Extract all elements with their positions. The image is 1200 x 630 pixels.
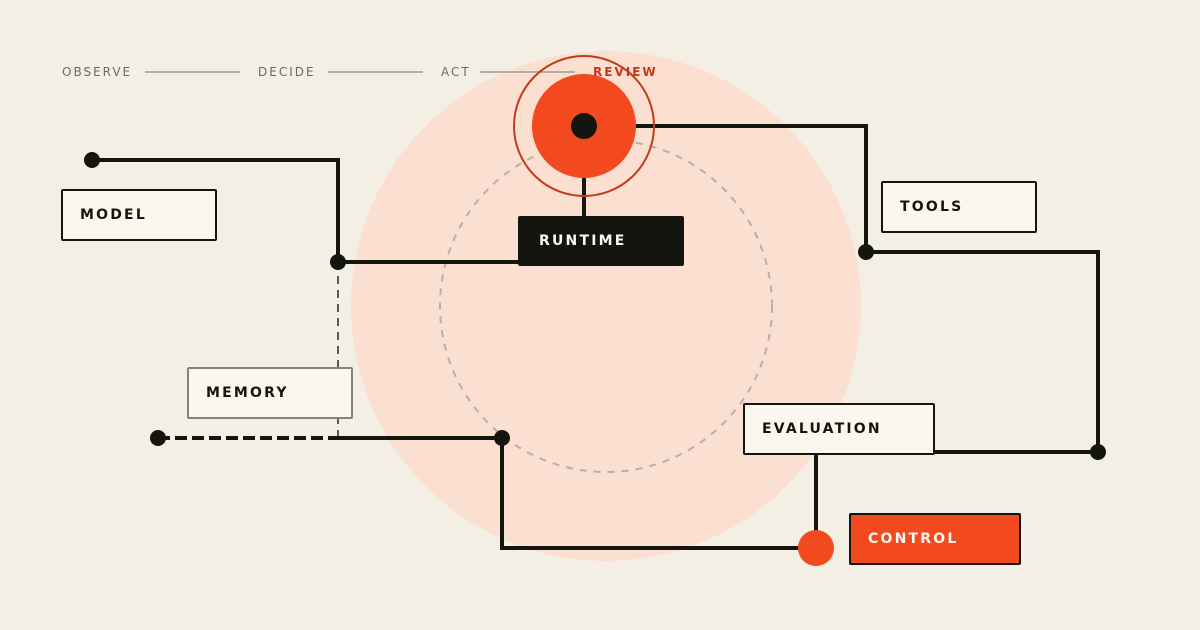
stage-decide: DECIDE xyxy=(258,65,316,79)
background-halo xyxy=(351,51,861,561)
node-memory[interactable]: MEMORY xyxy=(187,367,353,419)
wire-model-runtime xyxy=(92,158,520,264)
junction-dot-evaluation xyxy=(1090,444,1106,460)
control-dot xyxy=(798,530,834,566)
node-memory-label: MEMORY xyxy=(206,385,289,401)
node-tools[interactable]: TOOLS xyxy=(881,181,1037,233)
node-evaluation-label: EVALUATION xyxy=(762,421,882,437)
junction-dot-model xyxy=(84,152,100,168)
junction-dot-memory-left xyxy=(150,430,166,446)
node-evaluation[interactable]: EVALUATION xyxy=(743,403,935,455)
stage-act: ACT xyxy=(441,65,471,79)
dashed-orbit xyxy=(439,139,773,473)
core-ring xyxy=(513,55,655,197)
wire-memory-control xyxy=(500,438,816,550)
wire-core-tools xyxy=(636,124,1100,454)
node-model-label: MODEL xyxy=(80,207,147,223)
core-center-dot xyxy=(571,113,597,139)
node-tools-label: TOOLS xyxy=(900,199,964,215)
junction-dot-runtime xyxy=(330,254,346,270)
junction-dot-memory-right xyxy=(494,430,510,446)
junction-dot-tools xyxy=(858,244,874,260)
node-runtime[interactable]: RUNTIME xyxy=(518,216,684,266)
node-control[interactable]: CONTROL xyxy=(849,513,1021,565)
node-model[interactable]: MODEL xyxy=(61,189,217,241)
node-control-label: CONTROL xyxy=(868,531,959,547)
node-runtime-label: RUNTIME xyxy=(539,233,627,249)
stage-review: REVIEW xyxy=(593,65,658,79)
stage-observe: OBSERVE xyxy=(62,65,133,79)
